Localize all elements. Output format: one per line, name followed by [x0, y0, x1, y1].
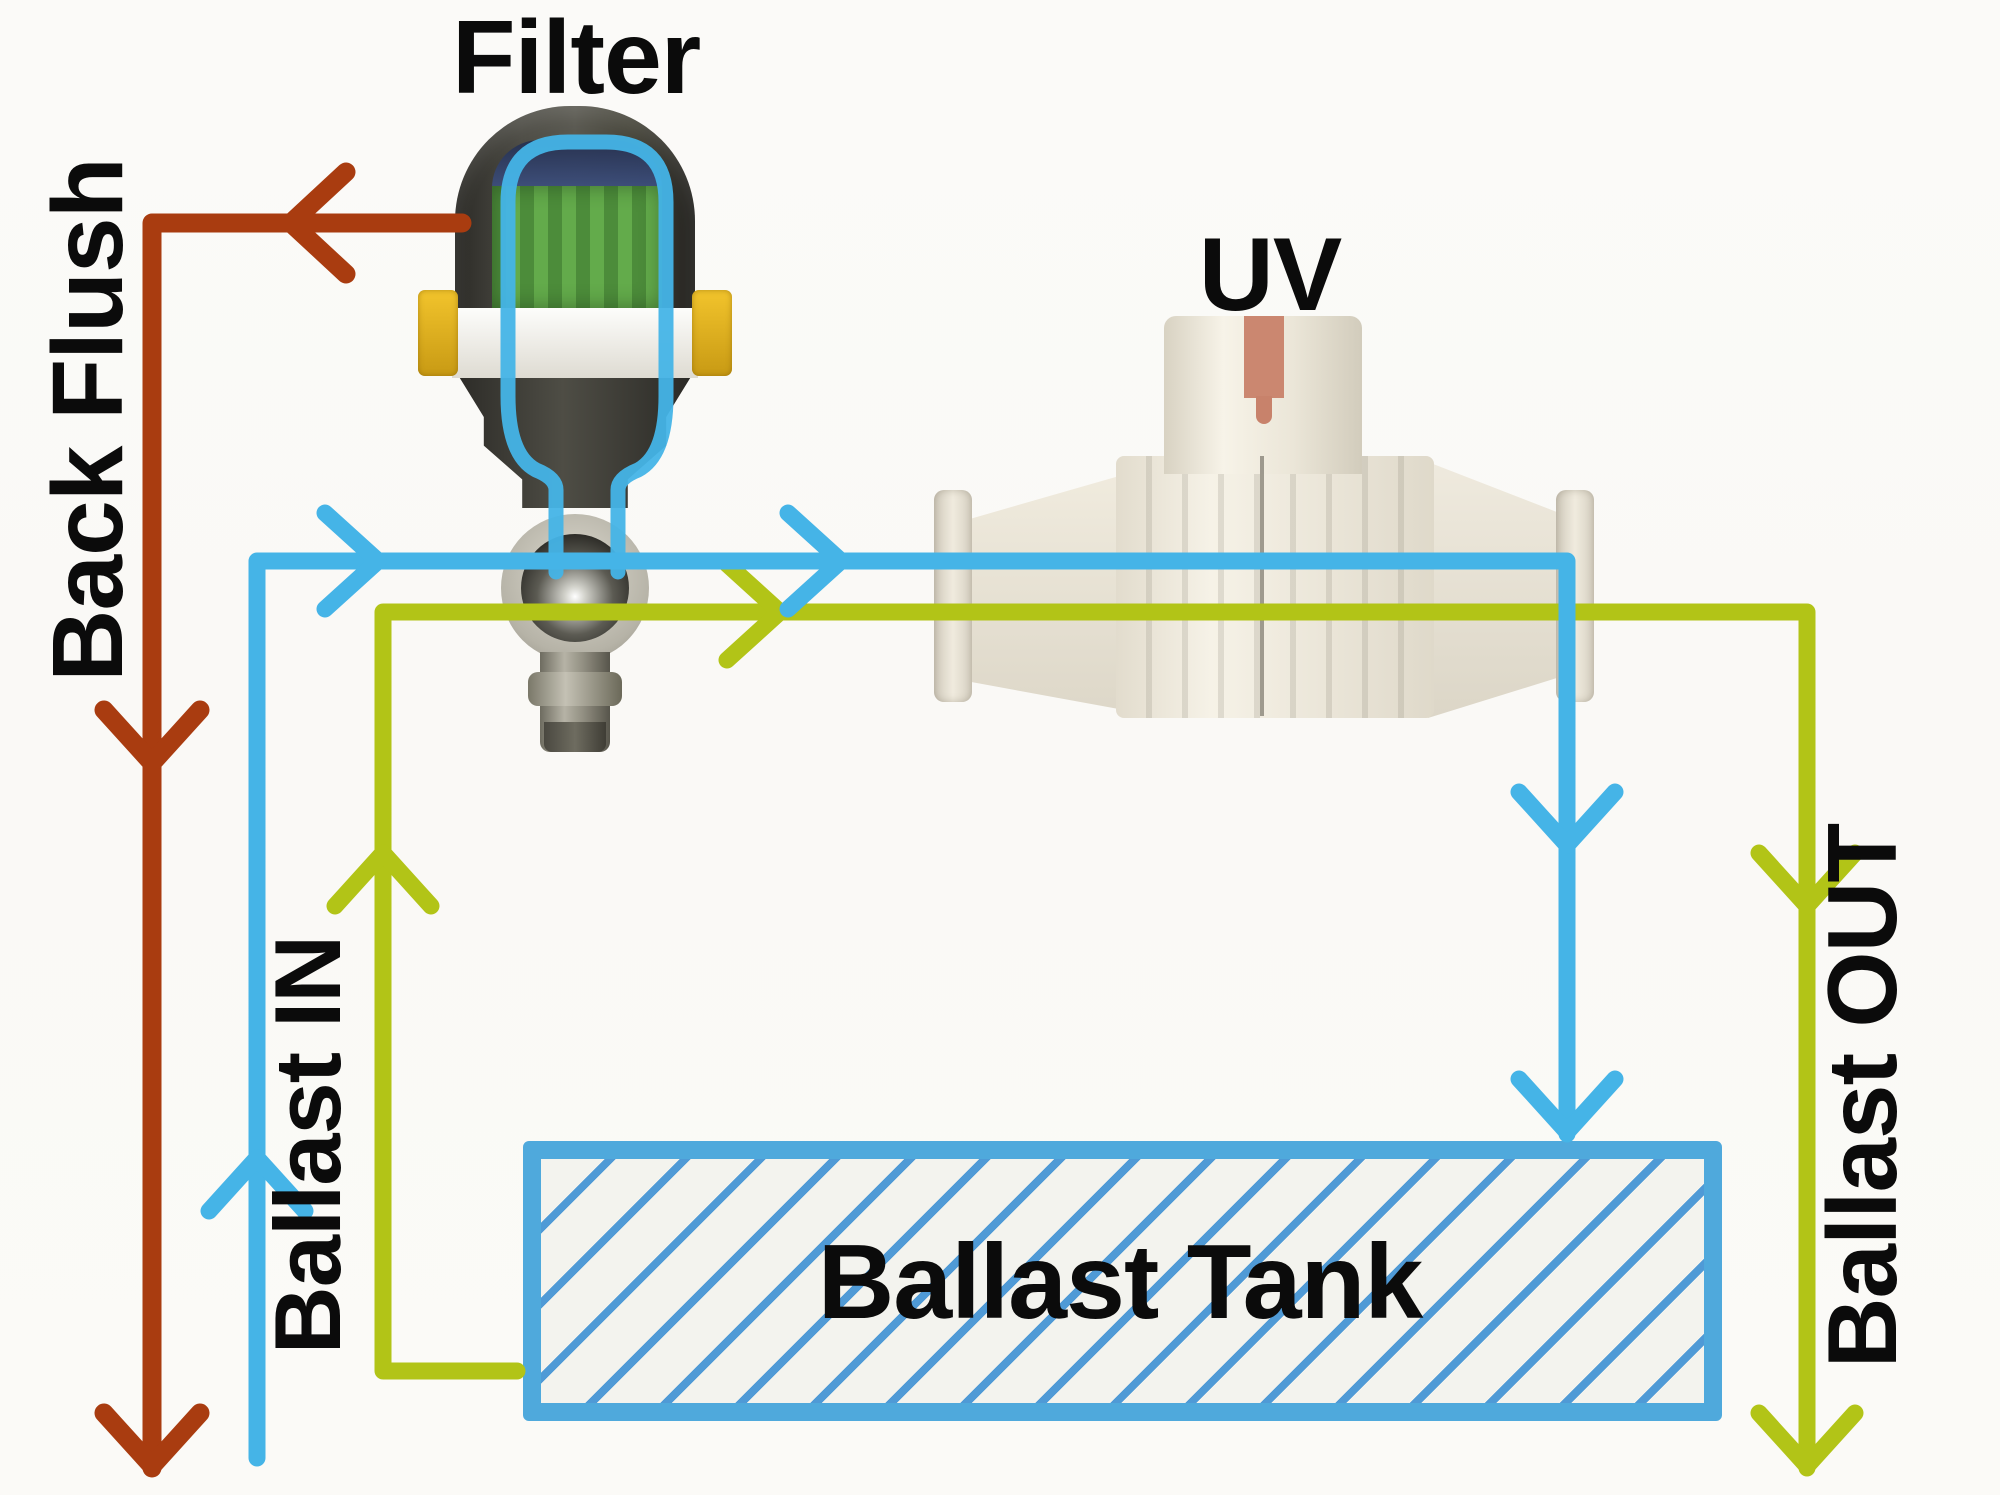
ballast-out-arrow-up-icon	[326, 844, 440, 915]
ballast-in-arrow-down-end-icon	[1510, 1070, 1624, 1141]
ballast-tank	[523, 1141, 1722, 1421]
uv-label: UV	[1198, 217, 1342, 333]
back-flush-arrow-down-end-icon	[94, 1403, 210, 1476]
back-flush-line	[142, 213, 472, 1478]
back-flush-arrow-left-icon	[281, 162, 356, 284]
ballast-in-label: Ballast IN	[255, 935, 360, 1355]
uv-lamp-indicator	[1244, 316, 1284, 424]
ballast-out-arrow-down-end-icon	[1750, 1404, 1864, 1475]
back-flush-arrow-down-mid-icon	[94, 700, 210, 773]
uv-chamber	[1116, 456, 1434, 718]
ballast-out-label: Ballast OUT	[1807, 823, 1917, 1369]
ballast-out-arrow-right-icon	[718, 555, 789, 669]
drain-collar	[528, 672, 622, 706]
filter-clamp-left	[418, 290, 458, 376]
filter-white-band	[452, 308, 698, 378]
back-flush-label: Back Flush	[32, 158, 144, 682]
ballast-in-arrow-right1-icon	[316, 504, 387, 618]
drain-tip	[544, 722, 606, 752]
ballast-in-arrow-down-mid-icon	[1510, 783, 1624, 854]
ballast-in-path	[200, 504, 1624, 1467]
ballast-out-path	[326, 555, 1864, 1477]
back-flush-path	[94, 162, 472, 1478]
ballast-in-arrow-up-icon	[200, 1149, 314, 1220]
filter-element	[492, 186, 662, 308]
filter-clamp-right	[692, 290, 732, 376]
uv-center-seam	[1260, 456, 1264, 716]
ballast-in-arrow-right2-icon	[779, 504, 850, 618]
filter-tube-line	[500, 134, 674, 580]
ballast-tank-label: Ballast Tank	[817, 1223, 1424, 1341]
uv-flange-left	[934, 490, 972, 702]
filter-label: Filter	[452, 0, 701, 116]
ballast-out-arrow-down-mid-icon	[1750, 844, 1864, 915]
